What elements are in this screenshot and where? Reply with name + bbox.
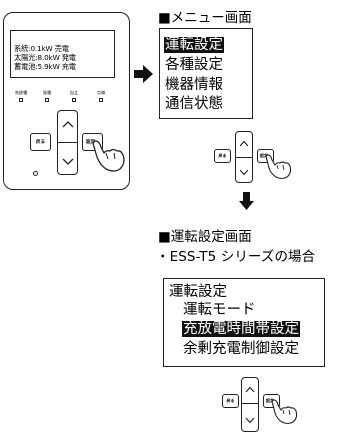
mini1-up-down-button[interactable] xyxy=(235,131,253,183)
led-label-generation: 発電 xyxy=(42,90,52,95)
lcd-display xyxy=(10,30,115,78)
mini1-up-arrow-icon[interactable] xyxy=(239,140,249,147)
up-arrow-icon[interactable] xyxy=(62,120,74,128)
mini2-up-down-button[interactable] xyxy=(241,377,259,432)
mini2-up-arrow-icon[interactable] xyxy=(245,386,255,393)
model-note: ・ESS-T5 シリーズの場合 xyxy=(156,249,316,265)
menu-item-various[interactable]: 各種設定 xyxy=(165,57,223,73)
lcd-line-solar: 太陽光:8.0kW 発電 xyxy=(14,53,76,62)
mini1-up-down-divider xyxy=(236,157,252,158)
menu-item-surplus-charge[interactable]: 余剰充電制御設定 xyxy=(183,341,299,357)
menu-item-operation-mode[interactable]: 運転モード xyxy=(183,302,256,318)
led-standalone xyxy=(72,98,76,102)
mini2-down-arrow-icon[interactable] xyxy=(245,417,255,424)
led-label-charge: 充放電 xyxy=(14,90,28,95)
led-inspection xyxy=(99,98,103,102)
mini1-hand-pointer-icon xyxy=(265,154,292,180)
menu-item-device-info[interactable]: 機器情報 xyxy=(165,77,223,93)
menu-item-charge-time[interactable]: 充放電時間帯設定 xyxy=(182,321,300,339)
menu-item-operation-label: 運転設定 xyxy=(164,37,224,53)
led-label-inspection: 点検 xyxy=(96,90,106,95)
led-generation xyxy=(45,98,49,102)
menu-item-charge-time-label: 充放電時間帯設定 xyxy=(182,321,300,337)
up-down-divider xyxy=(58,142,77,143)
mini1-back-button[interactable]: 戻る xyxy=(214,149,231,163)
lcd-line-battery: 蓄電池:5.9kW 充電 xyxy=(14,62,76,71)
lcd-line-grid: 系統:0.1kW 売電 xyxy=(14,44,69,53)
back-button[interactable]: 戻る xyxy=(30,133,51,151)
menu-screen-heading: ■メニュー画面 xyxy=(158,10,252,26)
mini2-hand-pointer-icon xyxy=(271,399,298,425)
led-charge xyxy=(19,98,23,102)
operation-screen-heading: ■運転設定画面 xyxy=(158,229,252,245)
mini2-up-down-divider xyxy=(242,403,258,404)
led-label-standalone: 自立 xyxy=(69,90,79,95)
up-down-button[interactable] xyxy=(57,110,78,175)
arrow-right-icon xyxy=(134,65,153,83)
mini1-down-arrow-icon[interactable] xyxy=(239,169,249,176)
power-indicator xyxy=(33,171,38,176)
down-arrow-icon[interactable] xyxy=(62,158,74,166)
mini2-back-button[interactable]: 戻る xyxy=(222,394,239,408)
menu-item-operation[interactable]: 運転設定 xyxy=(164,37,224,55)
arrow-down-icon xyxy=(239,192,254,210)
operation-screen-title: 運転設定 xyxy=(169,284,227,300)
hand-pointer-icon xyxy=(92,140,125,172)
menu-item-comm-status[interactable]: 通信状態 xyxy=(165,96,223,112)
